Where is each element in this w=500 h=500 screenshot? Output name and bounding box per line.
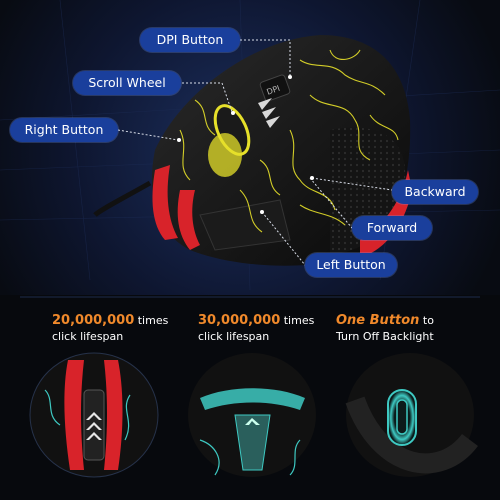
- spec-2-suffix: times: [280, 314, 315, 327]
- callout-left-button: Left Button: [305, 253, 397, 277]
- detail-image-backlight-button: [345, 353, 478, 477]
- detail-image-clicks-1: [29, 352, 159, 478]
- dpi-key-label: DPI: [266, 84, 282, 97]
- right-red-fin: [177, 190, 200, 250]
- callout-right-button: Right Button: [10, 118, 118, 142]
- callout-scroll-wheel: Scroll Wheel: [73, 71, 181, 95]
- callout-leaders: [117, 39, 393, 266]
- spec-2: 30,000,000 times click lifespan: [198, 313, 314, 345]
- spec-1: 20,000,000 times click lifespan: [52, 313, 168, 345]
- callout-backward: Backward: [392, 180, 478, 204]
- callout-forward: Forward: [352, 216, 432, 240]
- spec-1-highlight: 20,000,000: [52, 313, 135, 328]
- spec-3-suffix: to: [419, 314, 434, 327]
- cable: [93, 180, 152, 217]
- detail-image-clicks-2: [188, 353, 316, 477]
- spec-3: One Button to Turn Off Backlight: [336, 313, 434, 345]
- left-red-fin: [152, 165, 178, 240]
- callout-dpi-button: DPI Button: [140, 28, 240, 52]
- spec-1-line2: click lifespan: [52, 330, 124, 343]
- spec-2-line2: click lifespan: [198, 330, 270, 343]
- spec-1-suffix: times: [134, 314, 169, 327]
- spec-2-highlight: 30,000,000: [198, 313, 281, 328]
- dpi-key: [259, 74, 291, 102]
- spec-3-highlight: One Button: [336, 313, 420, 328]
- spec-3-line2: Turn Off Backlight: [336, 330, 434, 343]
